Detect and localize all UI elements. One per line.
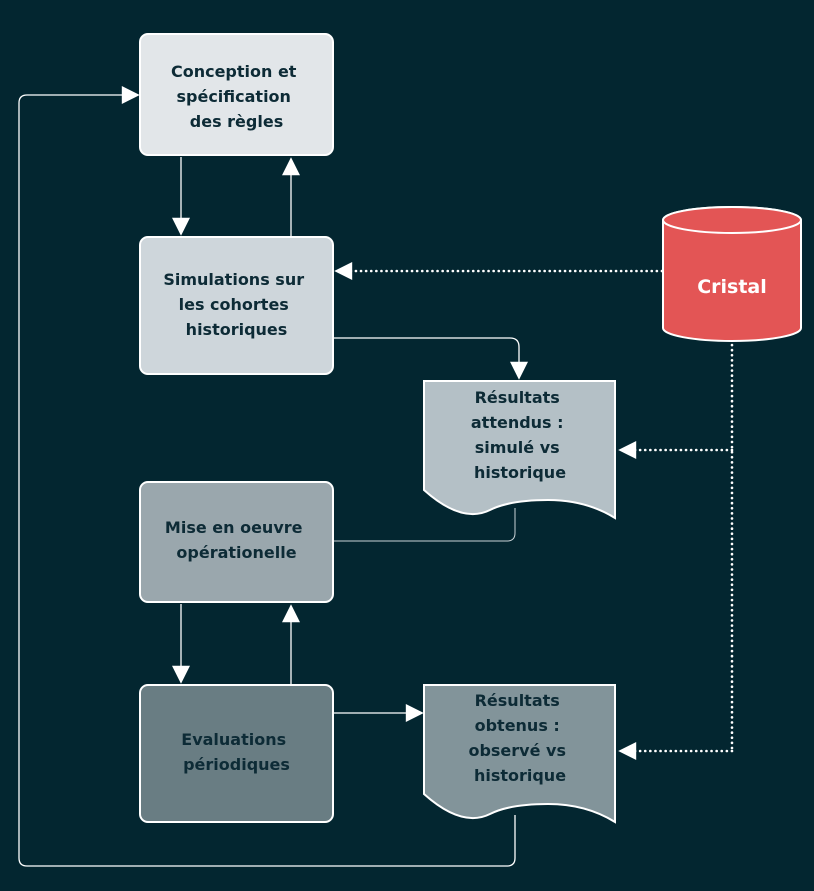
node-label-line: opérationelle xyxy=(176,543,296,562)
node-label: Résultats obtenus : observé vs historiqu… xyxy=(468,691,571,785)
node-label-line: des règles xyxy=(190,112,283,131)
node-label-line: historique xyxy=(474,463,566,482)
node-label-line: observé vs xyxy=(468,741,566,760)
node-box xyxy=(139,684,334,823)
node-resultats-attendus: Résultats attendus : simulé vs historiqu… xyxy=(423,380,616,520)
node-label: Résultats attendus : simulé vs historiqu… xyxy=(471,388,569,482)
node-label-line: Mise en oeuvre xyxy=(165,518,303,537)
document-shape xyxy=(423,380,616,520)
node-label: Mise en oeuvre opérationelle xyxy=(165,518,308,562)
document-shape xyxy=(423,684,616,824)
node-box xyxy=(139,33,334,156)
node-label-line: historiques xyxy=(186,320,288,339)
node-label-line: Simulations sur xyxy=(163,270,304,289)
node-simulations: Simulations sur les cohortes historiques xyxy=(139,236,334,375)
node-label-line: les cohortes xyxy=(179,295,289,314)
database-label: Cristal xyxy=(697,276,767,298)
node-label-line: obtenus : xyxy=(475,716,560,735)
node-conception: Conception et spécification des règles xyxy=(139,33,334,156)
node-box xyxy=(139,236,334,375)
node-resultats-obtenus: Résultats obtenus : observé vs historiqu… xyxy=(423,684,616,824)
node-label-line: Résultats xyxy=(475,691,560,710)
node-label-line: historique xyxy=(474,766,566,785)
node-label-line: spécification xyxy=(176,87,290,106)
arrow-feedback-loop xyxy=(18,86,516,867)
node-label: Simulations sur les cohortes historiques xyxy=(163,270,309,339)
node-label: Conception et spécification des règles xyxy=(171,62,302,131)
node-evaluations: Evaluations périodiques xyxy=(139,684,334,823)
node-cristal-database: Cristal xyxy=(662,206,802,342)
line-resultats-attendus-to-mise-en-oeuvre xyxy=(333,508,516,542)
arrow-simulations-to-resultats-attendus xyxy=(333,337,528,380)
node-label: Evaluations périodiques xyxy=(181,730,291,774)
database-cylinder-top xyxy=(662,206,802,234)
node-label-line: Evaluations xyxy=(181,730,286,749)
connectors xyxy=(18,86,734,867)
node-label-line: Résultats xyxy=(475,388,560,407)
node-label-line: simulé vs xyxy=(475,438,560,457)
node-box xyxy=(139,481,334,603)
node-label-line: attendus : xyxy=(471,413,564,432)
node-label-line: périodiques xyxy=(183,755,290,774)
node-label-line: Conception et xyxy=(171,62,297,81)
node-mise-en-oeuvre: Mise en oeuvre opérationelle xyxy=(139,481,334,603)
